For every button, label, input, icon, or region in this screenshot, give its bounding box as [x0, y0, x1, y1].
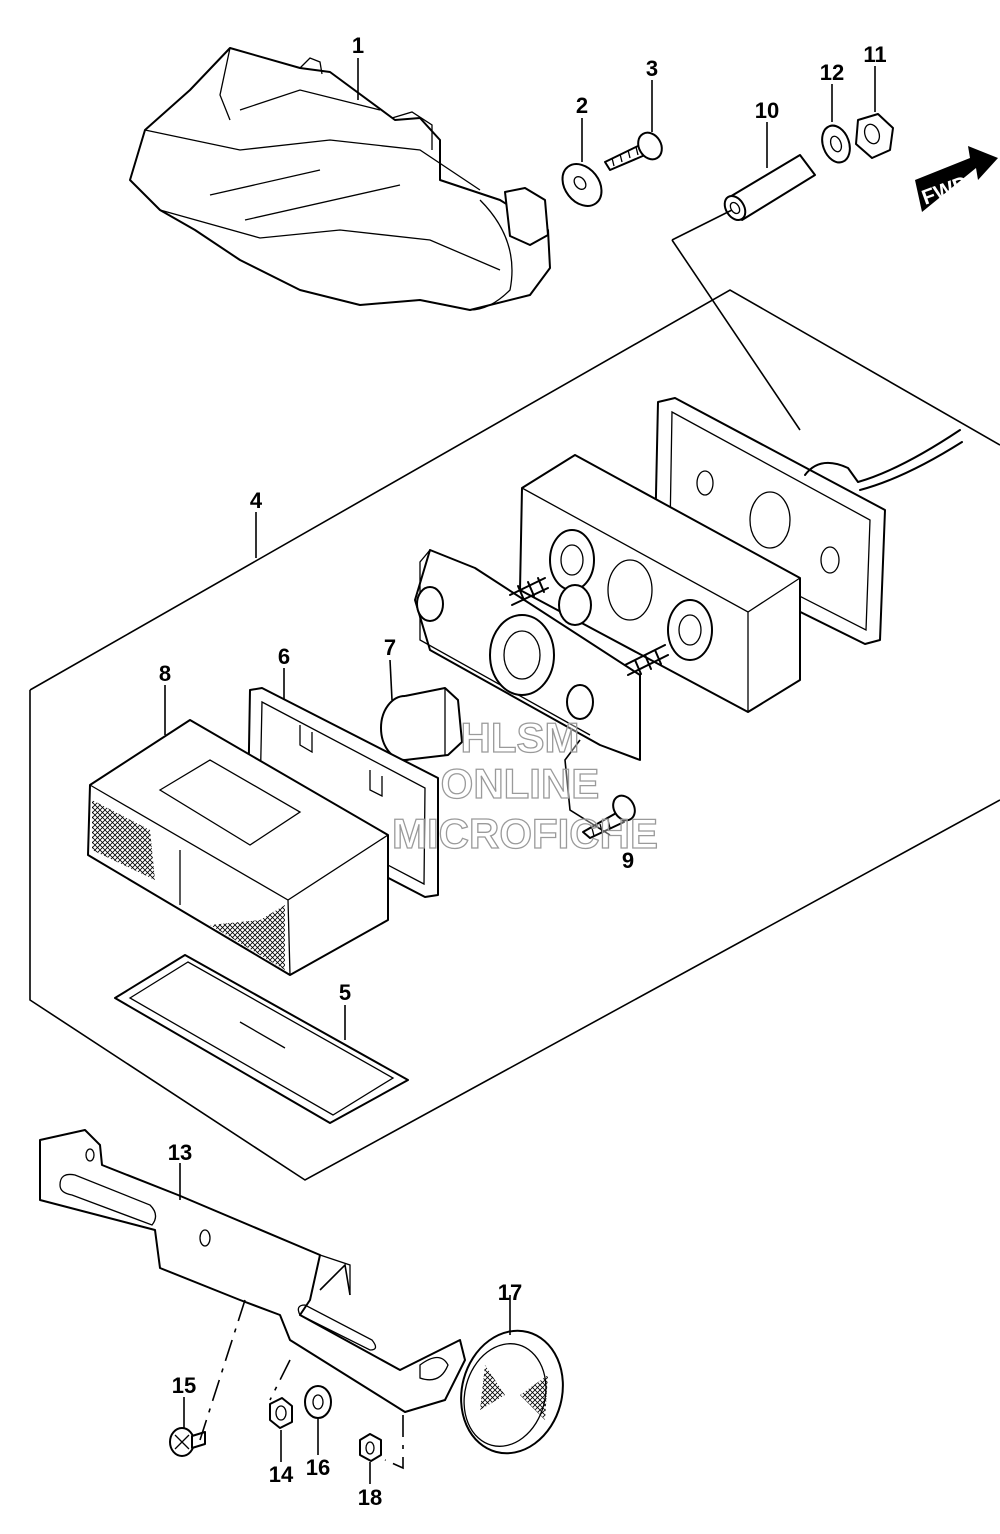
part-18-nut[interactable]	[359, 1433, 382, 1462]
callout-15[interactable]: 15	[172, 1373, 196, 1398]
callout-6[interactable]: 6	[278, 644, 290, 669]
part-10-spacer-tube[interactable]	[720, 154, 816, 224]
part-15-bolt[interactable]	[169, 1427, 206, 1457]
callout-8[interactable]: 8	[159, 661, 171, 686]
watermark-line1: HLSM	[461, 714, 580, 761]
callout-16[interactable]: 16	[306, 1455, 330, 1480]
callout-11[interactable]: 11	[863, 42, 886, 67]
assembly-4-frame	[29, 209, 1000, 1181]
part-3-screw[interactable]	[604, 128, 667, 171]
part-1-tail-lamp-housing[interactable]	[129, 47, 551, 311]
rear-gasket[interactable]	[654, 397, 963, 645]
callout-4[interactable]: 4	[250, 488, 263, 513]
callout-12[interactable]: 12	[820, 60, 844, 85]
part-12-washer[interactable]	[817, 122, 854, 167]
part-17-reflector[interactable]	[448, 1319, 577, 1465]
callout-2[interactable]: 2	[576, 93, 588, 118]
callout-14[interactable]: 14	[269, 1462, 294, 1487]
callout-17[interactable]: 17	[498, 1280, 522, 1305]
part-5-lens-plate[interactable]	[114, 954, 409, 1124]
callout-10[interactable]: 10	[755, 98, 779, 123]
callout-9[interactable]: 9	[622, 848, 634, 873]
callout-1[interactable]: 1	[352, 33, 364, 58]
part-7-bulb[interactable]	[380, 687, 463, 761]
callout-5[interactable]: 5	[339, 980, 351, 1005]
fwd-direction-badge: FWD	[915, 146, 998, 212]
watermark-line3: MICROFICHE	[392, 810, 658, 857]
part-16-washer[interactable]	[304, 1385, 332, 1419]
part-2-washer[interactable]	[554, 156, 609, 213]
lamp-body[interactable]	[519, 454, 801, 713]
part-9-screw[interactable]	[564, 739, 639, 839]
callout-labels: 1 2 3 4 5 6 7 8 9 10 11 12 13 14 15 16 1…	[159, 33, 887, 1510]
part-8-lens[interactable]	[87, 719, 389, 976]
part-11-nut[interactable]	[855, 113, 894, 159]
watermark: HLSM ONLINE MICROFICHE	[391, 713, 658, 857]
part-13-bracket[interactable]	[39, 1129, 466, 1413]
callout-7[interactable]: 7	[384, 635, 396, 660]
watermark-line2: ONLINE	[441, 760, 600, 807]
assembly-dashed-lines	[199, 1263, 404, 1470]
callout-3[interactable]: 3	[646, 56, 658, 81]
callout-18[interactable]: 18	[358, 1485, 382, 1510]
leader-lines	[164, 58, 876, 1484]
socket-plate[interactable]	[414, 549, 669, 761]
callout-13[interactable]: 13	[168, 1140, 192, 1165]
part-14-nut[interactable]	[269, 1397, 293, 1429]
